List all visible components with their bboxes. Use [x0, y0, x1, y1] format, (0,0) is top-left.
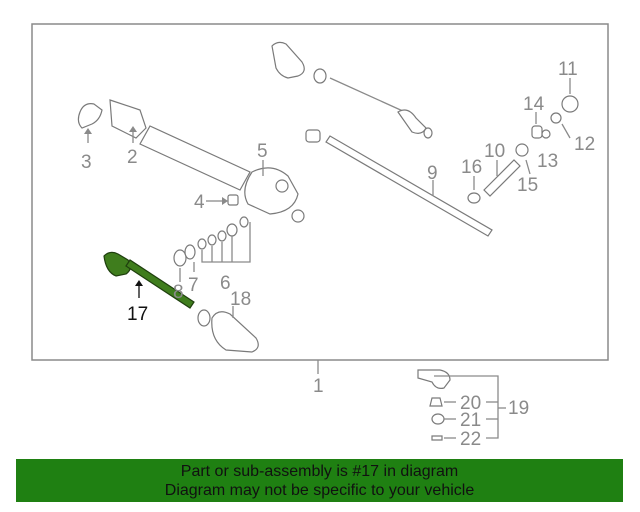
- callout-18: 18: [230, 289, 251, 310]
- callout-7: 7: [188, 275, 199, 296]
- part-3-bracket: [77, 103, 103, 143]
- callout-15: 15: [517, 175, 538, 196]
- callout-9: 9: [427, 163, 438, 184]
- banner-line-part: Part or sub-assembly is #17 in diagram: [180, 463, 459, 480]
- parts-6-7-8-rings: [173, 216, 251, 282]
- part-2-housing: [109, 99, 305, 223]
- callout-21: 21: [460, 410, 481, 431]
- banner-line-disclaimer: Diagram may not be specific to your vehi…: [164, 482, 475, 499]
- callout-6: 6: [220, 273, 231, 294]
- callout-22: 22: [460, 429, 481, 450]
- callout-2: 2: [127, 147, 138, 168]
- callout-14: 14: [523, 94, 545, 115]
- part-9-rack-bar: [305, 129, 493, 237]
- callout-13: 13: [537, 151, 558, 172]
- callout-4: 4: [194, 192, 205, 213]
- part-18-boot: [197, 306, 259, 353]
- callout-12: 12: [574, 134, 595, 155]
- callout-16: 16: [461, 157, 482, 178]
- callout-20: 20: [460, 393, 481, 414]
- callout-8: 8: [173, 282, 184, 303]
- callout-19: 19: [508, 398, 529, 419]
- callout-1: 1: [313, 376, 324, 397]
- right-cluster-parts: [467, 78, 579, 204]
- tie-rod-end-group: [417, 369, 506, 441]
- part-4-fitting: [206, 194, 239, 206]
- callout-17: 17: [127, 304, 148, 325]
- part-17-tie-rod: [103, 251, 195, 309]
- callout-10: 10: [484, 141, 505, 162]
- diagram-frame: [31, 23, 609, 361]
- part-info-banner: Part or sub-assembly is #17 in diagram D…: [16, 459, 623, 502]
- callout-11: 11: [558, 59, 578, 80]
- callout-3: 3: [81, 152, 92, 173]
- callout-5: 5: [257, 141, 268, 162]
- upper-boot-assembly: [271, 41, 433, 139]
